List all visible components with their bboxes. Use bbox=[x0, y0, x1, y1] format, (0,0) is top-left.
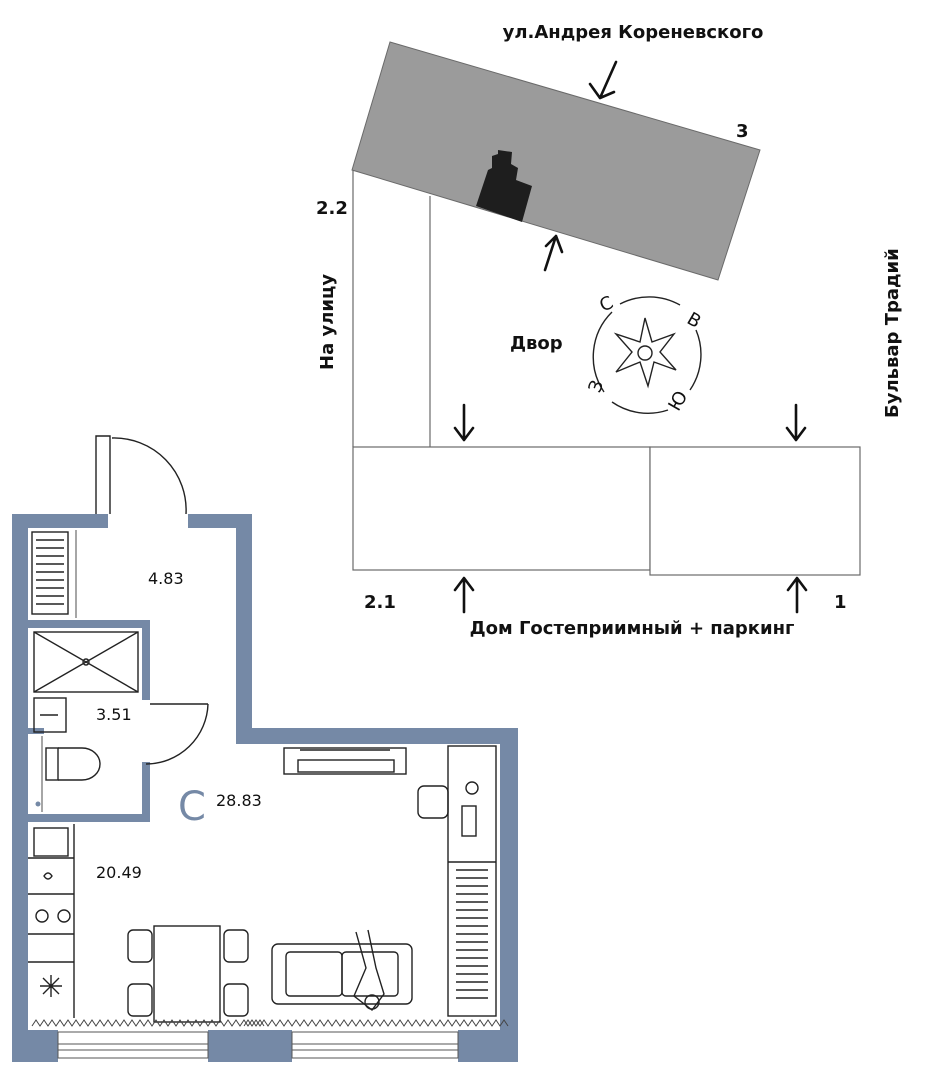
toilet-icon bbox=[45, 747, 101, 781]
apartment-plan: 4.83 3.51 C 28.83 20.49 bbox=[12, 435, 518, 1062]
dining-table bbox=[127, 925, 249, 1023]
street-top-label: ул.Андрея Кореневского bbox=[503, 22, 764, 43]
radiator-strip bbox=[31, 1019, 265, 1027]
kitchen-counter bbox=[28, 824, 75, 1018]
hall-area: 4.83 bbox=[148, 569, 184, 588]
building-1-label: 1 bbox=[834, 592, 847, 613]
stove-icon bbox=[28, 909, 74, 935]
compass-east: В bbox=[683, 308, 704, 332]
exterior-wall bbox=[12, 514, 108, 1062]
window bbox=[291, 1031, 459, 1059]
total-area: 28.83 bbox=[216, 791, 262, 810]
building-3-label: 3 bbox=[736, 121, 749, 142]
sink-icon bbox=[33, 697, 67, 733]
tv-stand bbox=[283, 747, 407, 775]
compass-north: С bbox=[596, 292, 616, 316]
street-right-label: Бульвар Традий bbox=[882, 248, 903, 418]
window bbox=[57, 1031, 209, 1059]
bathroom-door bbox=[145, 703, 209, 765]
building-1 bbox=[649, 446, 861, 576]
entrance-arrow bbox=[785, 403, 807, 442]
apartment-type-letter: C bbox=[178, 784, 206, 830]
street-left-label: На улицу bbox=[317, 274, 338, 370]
bathroom-area: 3.51 bbox=[96, 705, 132, 724]
apartment-location-marker bbox=[476, 150, 532, 222]
compass-rose-icon: С В Ю З bbox=[585, 292, 705, 415]
building-2-1 bbox=[352, 446, 651, 571]
compass-south: Ю bbox=[664, 387, 692, 414]
living-area: 20.49 bbox=[96, 863, 142, 882]
building-2-1-label: 2.1 bbox=[364, 592, 396, 613]
entrance-arrow bbox=[588, 60, 618, 100]
radiator bbox=[31, 531, 69, 615]
site-plan: С В Ю З ул.Андрея Кореневского 3 2.2 На … bbox=[316, 22, 903, 639]
building-2-2-label: 2.2 bbox=[316, 198, 348, 219]
entrance-arrow bbox=[453, 576, 475, 614]
building-3 bbox=[351, 41, 761, 281]
desk-chair bbox=[417, 785, 449, 819]
entrance-arrow bbox=[786, 576, 808, 614]
compass-west: З bbox=[585, 377, 609, 395]
entrance-arrow bbox=[453, 403, 475, 442]
street-bottom-label: Дом Гостеприимный + паркинг bbox=[470, 618, 795, 639]
sofa bbox=[271, 929, 413, 1011]
wardrobe bbox=[447, 745, 497, 1017]
snowflake-icon bbox=[28, 961, 74, 997]
yard-label: Двор bbox=[510, 333, 563, 354]
entrance-arrow bbox=[543, 234, 564, 272]
shower-icon bbox=[33, 631, 139, 693]
bathroom-wall bbox=[28, 620, 150, 700]
balcony bbox=[95, 435, 111, 514]
balcony-door bbox=[111, 437, 187, 515]
